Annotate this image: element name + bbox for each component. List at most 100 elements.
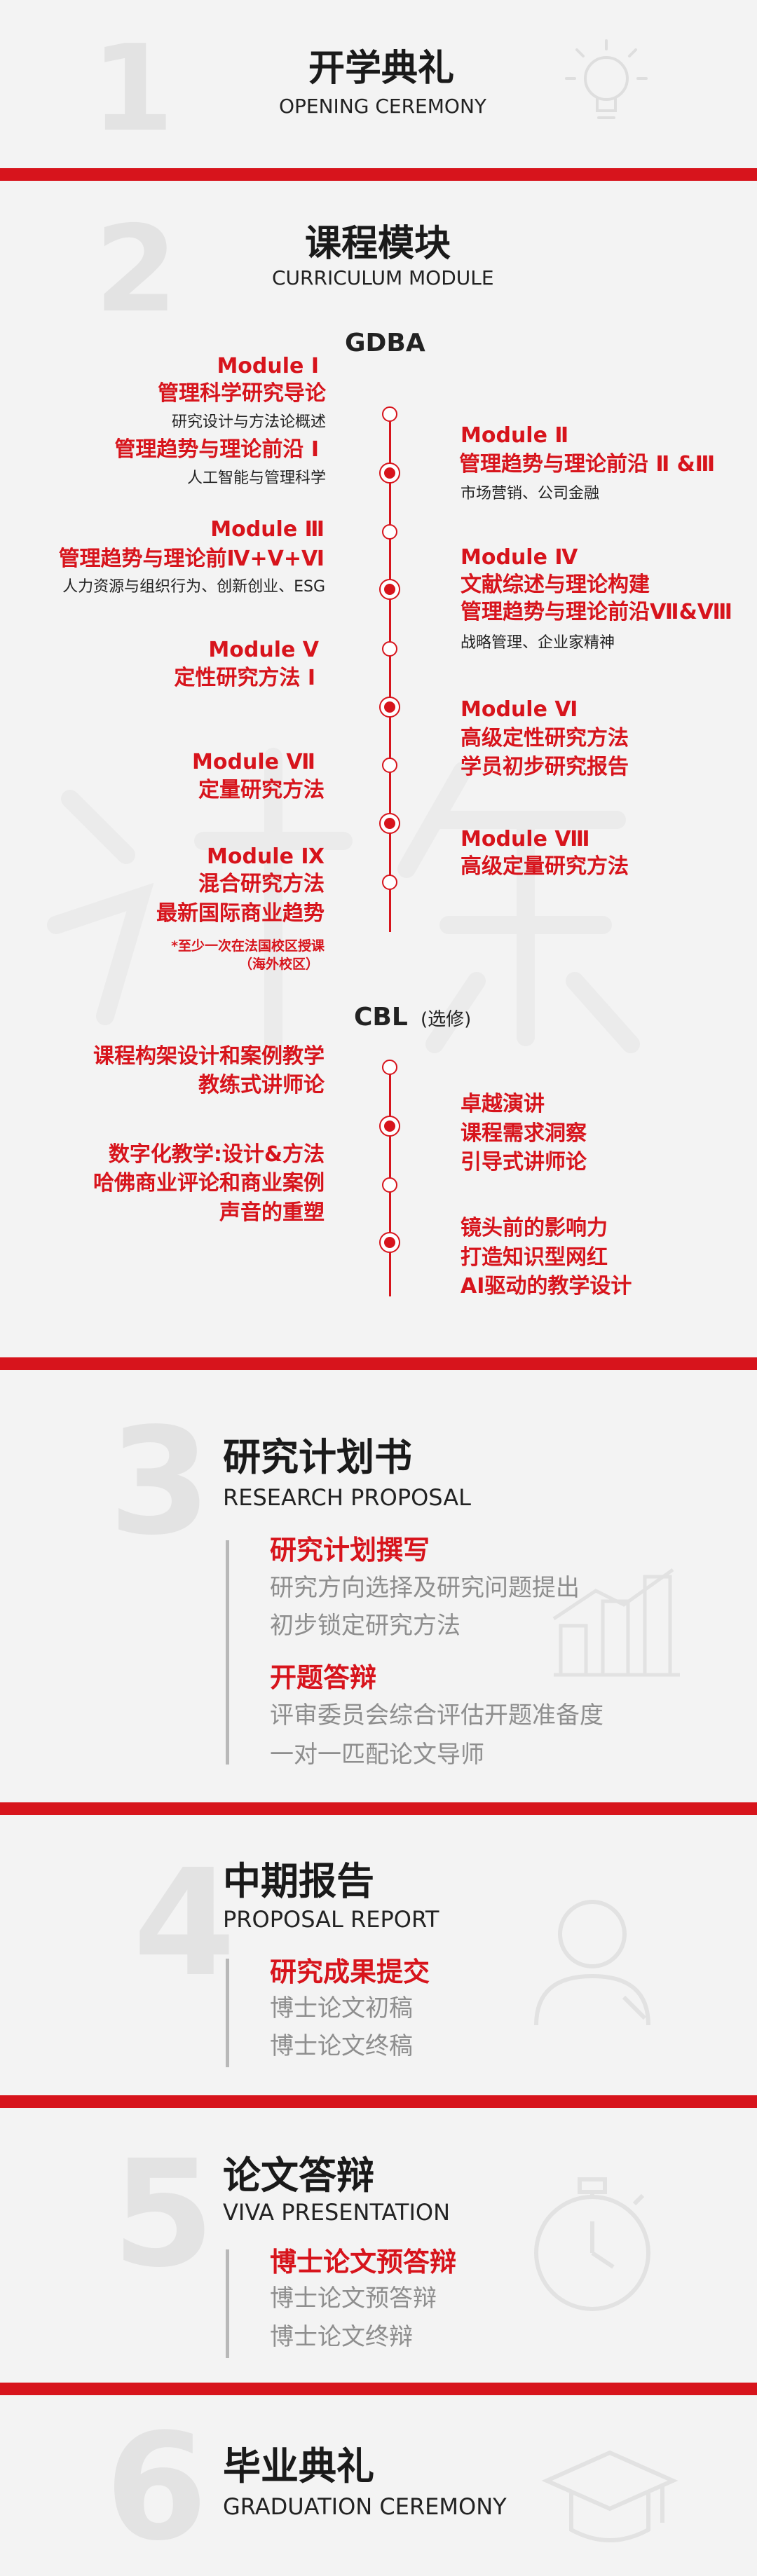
research-item-2-line-2: 一对一匹配论文导师 — [270, 1741, 484, 1769]
module-1-course-1: 管理科学研究导论 — [158, 381, 326, 406]
step-number-6: 6 — [105, 2402, 207, 2573]
module-8-name: Module Ⅷ — [461, 827, 590, 851]
cbl-left-1-line-2: 教练式讲师论 — [198, 1073, 325, 1097]
section-6-subtitle: GRADUATION CEREMONY — [223, 2493, 507, 2520]
timeline-node-m3 — [382, 524, 397, 540]
cbl-node-1 — [382, 1060, 397, 1075]
cbl-right-2-line-1: 镜头前的影响力 — [461, 1216, 608, 1240]
module-1-course-2: 管理趋势与理论前沿 Ⅰ — [114, 437, 319, 462]
research-item-1-title: 研究计划撰写 — [270, 1535, 430, 1566]
lightbulb-icon — [565, 39, 648, 119]
graduation-cap-icon — [541, 2450, 678, 2542]
cbl-left-2-line-3: 声音的重塑 — [219, 1200, 325, 1225]
gdba-timeline — [389, 413, 391, 932]
cbl-right-2-line-3: AI驱动的教学设计 — [461, 1274, 632, 1299]
timeline-node-m1 — [382, 406, 397, 422]
report-item-1-line-1: 博士论文初稿 — [270, 1994, 413, 2022]
research-item-1-line-1: 研究方向选择及研究问题提出 — [270, 1574, 580, 1602]
module-4-course-2: 管理趋势与理论前沿Ⅶ&Ⅷ — [461, 600, 732, 624]
viva-item-1-line-2: 博士论文终辩 — [270, 2323, 413, 2351]
step-number-4: 4 — [133, 1837, 236, 2009]
report-item-1-title: 研究成果提交 — [270, 1957, 430, 1987]
cbl-left-2-line-1: 数字化教学:设计&方法 — [108, 1142, 325, 1167]
research-item-1-line-2: 初步锁定研究方法 — [270, 1612, 461, 1640]
section-4-accent-bar — [226, 1959, 229, 2067]
module-9-course-1: 混合研究方法 — [198, 872, 325, 896]
module-3-course-1: 管理趋势与理论前Ⅳ+Ⅴ+Ⅵ — [58, 547, 325, 571]
timeline-node-m2 — [379, 463, 400, 484]
gdba-heading: GDBA — [345, 329, 425, 357]
cbl-node-4 — [379, 1232, 400, 1253]
timeline-node-m4 — [379, 579, 400, 600]
section-divider-1 — [0, 168, 757, 181]
background-watermark — [47, 748, 640, 1053]
section-2-subtitle: CURRICULUM MODULE — [272, 266, 494, 289]
module-9-note-2: （海外校区） — [238, 957, 319, 972]
timeline-node-m5 — [382, 641, 397, 657]
cbl-node-2 — [379, 1116, 400, 1137]
person-icon — [534, 1900, 650, 2026]
section-6-title: 毕业典礼 — [223, 2444, 374, 2488]
step-number-2: 2 — [95, 200, 177, 339]
timeline-node-m9 — [382, 875, 397, 890]
module-5-name: Module Ⅴ — [208, 638, 319, 662]
section-5-subtitle: VIVA PRESENTATION — [223, 2199, 451, 2226]
section-divider-2 — [0, 1357, 757, 1370]
cbl-right-1-line-3: 引导式讲师论 — [461, 1150, 587, 1174]
module-4-course-1: 文献综述与理论构建 — [461, 573, 650, 597]
timeline-node-m8 — [379, 813, 400, 834]
section-divider-3 — [0, 1802, 757, 1815]
research-item-2-line-1: 评审委员会综合评估开题准备度 — [270, 1701, 603, 1729]
section-5-title: 论文答辩 — [223, 2153, 374, 2198]
timeline-node-m7 — [382, 758, 397, 773]
module-1-topic-1: 研究设计与方法论概述 — [171, 413, 326, 431]
module-2-name: Module Ⅱ — [461, 423, 569, 448]
cbl-left-1-line-1: 课程构架设计和案例教学 — [93, 1044, 325, 1069]
section-divider-4 — [0, 2095, 757, 2108]
section-divider-5 — [0, 2383, 757, 2395]
module-9-course-2: 最新国际商业趋势 — [156, 901, 325, 926]
cbl-node-3 — [382, 1177, 397, 1193]
building-chart-icon — [552, 1568, 680, 1677]
module-1-topic-2: 人工智能与管理科学 — [186, 470, 326, 487]
step-number-5: 5 — [112, 2128, 214, 2300]
section-2-title: 课程模块 — [305, 223, 451, 265]
section-4-title: 中期报告 — [223, 1859, 374, 1903]
report-item-1-line-2: 博士论文终稿 — [270, 2032, 413, 2060]
timeline-node-m6 — [379, 697, 400, 718]
module-3-name: Module Ⅲ — [210, 517, 325, 542]
section-3-accent-bar — [226, 1540, 229, 1765]
module-8-course-1: 高级定量研究方法 — [461, 854, 629, 879]
step-number-1: 1 — [91, 20, 174, 158]
module-6-course-1: 高级定性研究方法 — [461, 726, 629, 751]
module-1-name: Module Ⅰ — [217, 354, 319, 378]
section-5-accent-bar — [226, 2249, 229, 2358]
module-9-name: Module Ⅸ — [207, 844, 325, 869]
viva-item-1-line-1: 博士论文预答辩 — [270, 2284, 437, 2313]
module-4-topic-1: 战略管理、企业家精神 — [461, 634, 615, 652]
section-1-subtitle: OPENING CEREMONY — [279, 95, 486, 118]
cbl-right-2-line-2: 打造知识型网红 — [461, 1245, 608, 1270]
module-2-topic-1: 市场营销、公司金融 — [461, 485, 600, 502]
module-9-note-1: *至少一次在法国校区授课 — [171, 938, 325, 954]
section-3-subtitle: RESEARCH PROPOSAL — [223, 1484, 471, 1511]
module-5-course-1: 定性研究方法 Ⅰ — [174, 666, 315, 690]
module-3-topic-1: 人力资源与组织行为、创新创业、ESG — [62, 578, 325, 596]
module-7-name: Module Ⅶ — [192, 750, 315, 774]
cbl-heading: CBL — [354, 1003, 408, 1032]
module-2-course-1: 管理趋势与理论前沿 Ⅱ &Ⅲ — [459, 452, 716, 477]
cbl-right-1-line-1: 卓越演讲 — [461, 1092, 545, 1116]
module-6-name: Module Ⅵ — [461, 697, 578, 722]
module-4-name: Module Ⅳ — [461, 545, 578, 570]
cbl-heading-note: (选修) — [421, 1009, 472, 1030]
module-7-course-1: 定量研究方法 — [198, 778, 325, 802]
cbl-left-2-line-2: 哈佛商业评论和商业案例 — [93, 1171, 325, 1195]
cbl-right-1-line-2: 课程需求洞察 — [461, 1121, 587, 1146]
step-number-3: 3 — [109, 1396, 211, 1568]
module-6-course-2: 学员初步研究报告 — [461, 755, 629, 779]
section-4-subtitle: PROPOSAL REPORT — [223, 1906, 439, 1933]
viva-item-1-title: 博士论文预答辩 — [270, 2247, 457, 2277]
research-item-2-title: 开题答辩 — [270, 1662, 377, 1693]
stopwatch-icon — [534, 2177, 650, 2311]
section-3-title: 研究计划书 — [223, 1435, 412, 1479]
